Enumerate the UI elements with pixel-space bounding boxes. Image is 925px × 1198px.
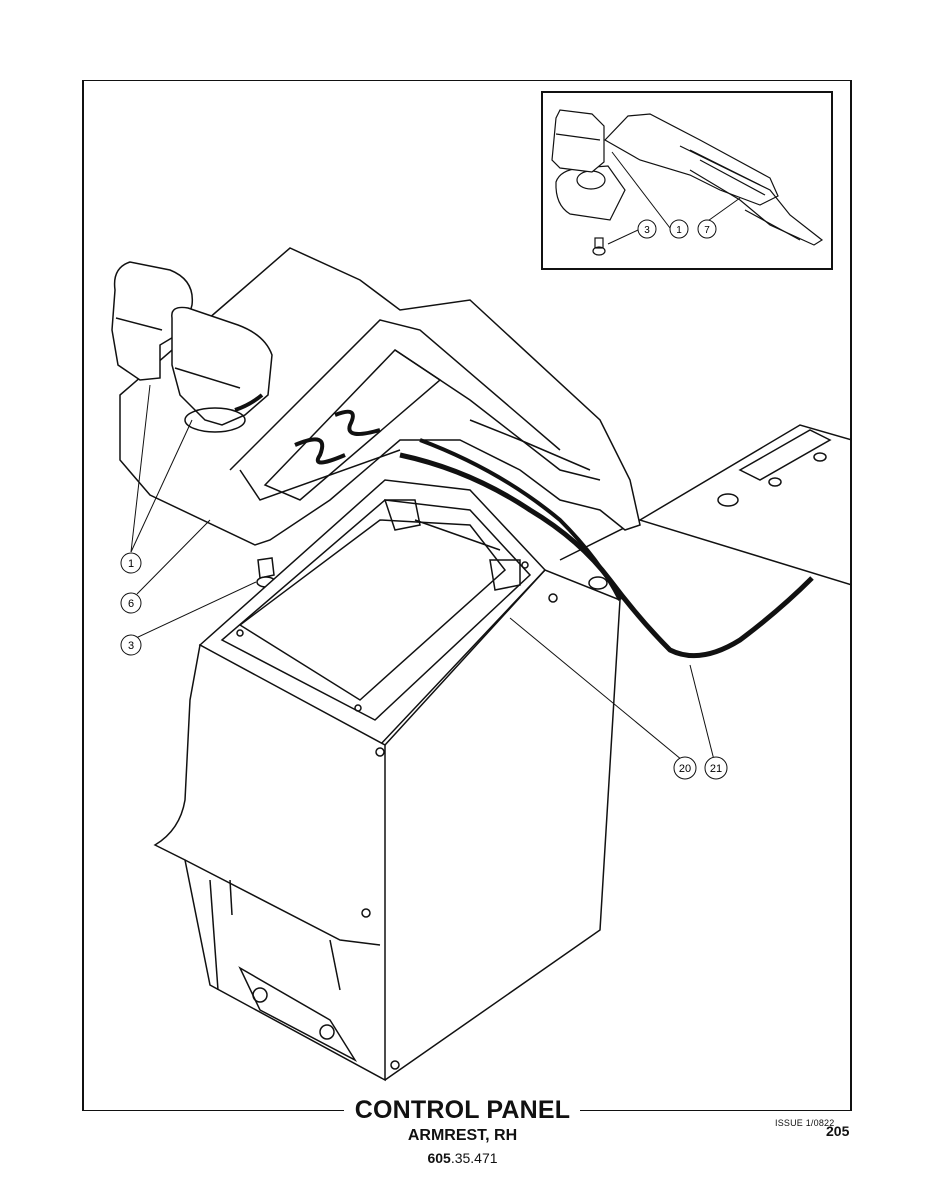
inset-callout-1: 1 bbox=[669, 219, 689, 239]
svg-text:6: 6 bbox=[128, 598, 134, 610]
main-view bbox=[111, 247, 852, 1082]
svg-text:1: 1 bbox=[128, 558, 134, 570]
svg-text:3: 3 bbox=[128, 640, 134, 652]
issue-label: ISSUE 1/0822 bbox=[775, 1118, 835, 1128]
svg-text:3: 3 bbox=[644, 225, 650, 236]
callout-1: 1 bbox=[120, 552, 142, 574]
exploded-view-drawing: 3 1 7 bbox=[82, 80, 852, 1110]
page-number: 205 bbox=[826, 1123, 850, 1139]
part-number: 605.35.471 bbox=[427, 1150, 498, 1166]
page-subtitle: ARMREST, RH bbox=[407, 1127, 518, 1144]
page-title: CONTROL PANEL bbox=[0, 1096, 925, 1125]
drawing-frame: 3 1 7 bbox=[82, 80, 852, 1110]
title-rule-left bbox=[82, 1110, 344, 1111]
svg-text:7: 7 bbox=[704, 225, 710, 236]
callout-6: 6 bbox=[120, 592, 142, 614]
inset-view: 3 1 7 bbox=[541, 91, 833, 270]
svg-text:20: 20 bbox=[679, 763, 691, 775]
svg-text:21: 21 bbox=[710, 763, 722, 775]
inset-callout-7: 7 bbox=[697, 219, 717, 239]
svg-text:1: 1 bbox=[676, 225, 682, 236]
title-rule-right bbox=[580, 1110, 852, 1111]
callout-21: 21 bbox=[704, 756, 728, 780]
inset-callout-3: 3 bbox=[637, 219, 657, 239]
callout-3: 3 bbox=[120, 634, 142, 656]
callout-20: 20 bbox=[673, 756, 697, 780]
